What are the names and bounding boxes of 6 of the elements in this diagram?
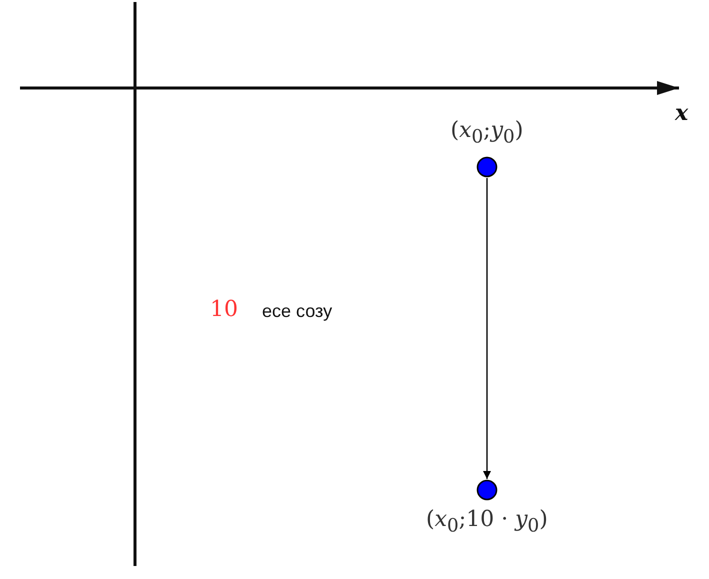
point-label: (x$_{0}$;10 · y$_{0}$) bbox=[426, 507, 548, 538]
scale-factor: 10 bbox=[210, 297, 238, 323]
annotation-text: есе созу bbox=[262, 300, 332, 323]
axis-label: x bbox=[675, 100, 688, 126]
arrow bbox=[483, 178, 491, 479]
point-label: (x$_{0}$;y$_{0}$) bbox=[450, 118, 524, 150]
